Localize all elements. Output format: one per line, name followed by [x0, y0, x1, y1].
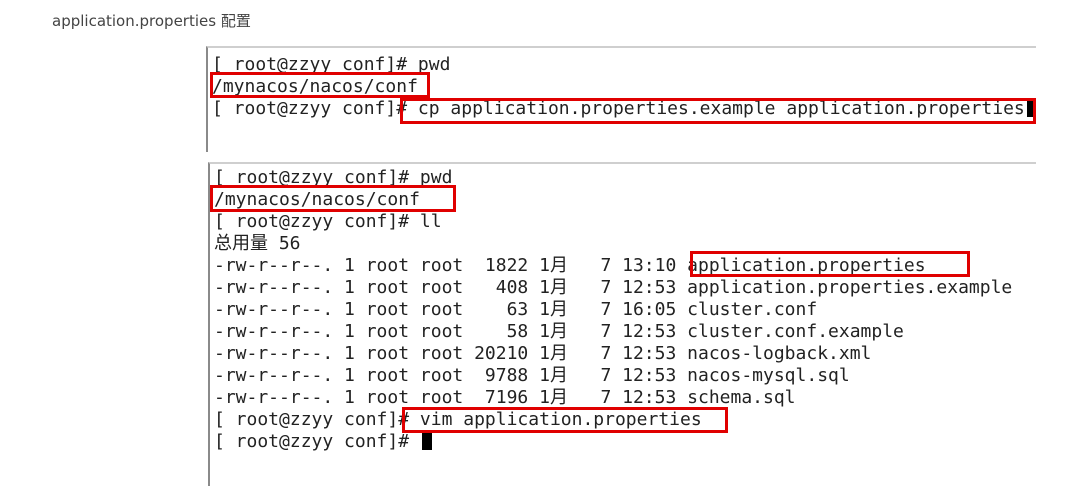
terminal-line: [ root@zzyy conf]# vim application.prope… [214, 409, 702, 430]
terminal-line: [ root@zzyy conf]# pwd [214, 167, 453, 188]
file-listing-row: -rw-r--r--. 1 root root 7196 1月 7 12:53 … [214, 387, 796, 408]
terminal-line: 总用量 56 [214, 233, 301, 254]
highlight-box-path [210, 185, 456, 212]
terminal-line-text: [ root@zzyy conf]# cp application.proper… [212, 98, 1025, 119]
terminal-cursor [421, 432, 432, 450]
terminal-line: [ root@zzyy conf]# pwd [212, 54, 451, 75]
file-listing-row: -rw-r--r--. 1 root root 9788 1月 7 12:53 … [214, 365, 850, 386]
file-listing-row: -rw-r--r--. 1 root root 1822 1月 7 13:10 … [214, 255, 926, 276]
terminal-line: /mynacos/nacos/conf [212, 76, 418, 97]
terminal-window-2[interactable]: [ root@zzyy conf]# pwd /mynacos/nacos/co… [208, 162, 1036, 486]
terminal-line-text: [ root@zzyy conf]# [214, 431, 420, 452]
highlight-box-application-properties [690, 251, 970, 277]
terminal-line: [ root@zzyy conf]# ll [214, 211, 442, 232]
highlight-box-vim-command [402, 407, 728, 433]
terminal-line: [ root@zzyy conf]# cp application.proper… [212, 98, 1036, 120]
highlight-box-cp-command [400, 98, 1036, 124]
terminal-line: /mynacos/nacos/conf [214, 189, 420, 210]
file-listing-row: -rw-r--r--. 1 root root 408 1月 7 12:53 a… [214, 277, 1013, 298]
terminal-prompt-line: [ root@zzyy conf]# [214, 431, 432, 453]
file-listing-row: -rw-r--r--. 1 root root 58 1月 7 12:53 cl… [214, 321, 904, 342]
terminal-window-1[interactable]: [ root@zzyy conf]# pwd /mynacos/nacos/co… [206, 46, 1036, 152]
page-caption: application.properties 配置 [52, 12, 251, 30]
terminal-cursor [1026, 99, 1036, 117]
file-listing-row: -rw-r--r--. 1 root root 63 1月 7 16:05 cl… [214, 299, 818, 320]
file-listing-row: -rw-r--r--. 1 root root 20210 1月 7 12:53… [214, 343, 872, 364]
highlight-box-path [210, 72, 430, 98]
